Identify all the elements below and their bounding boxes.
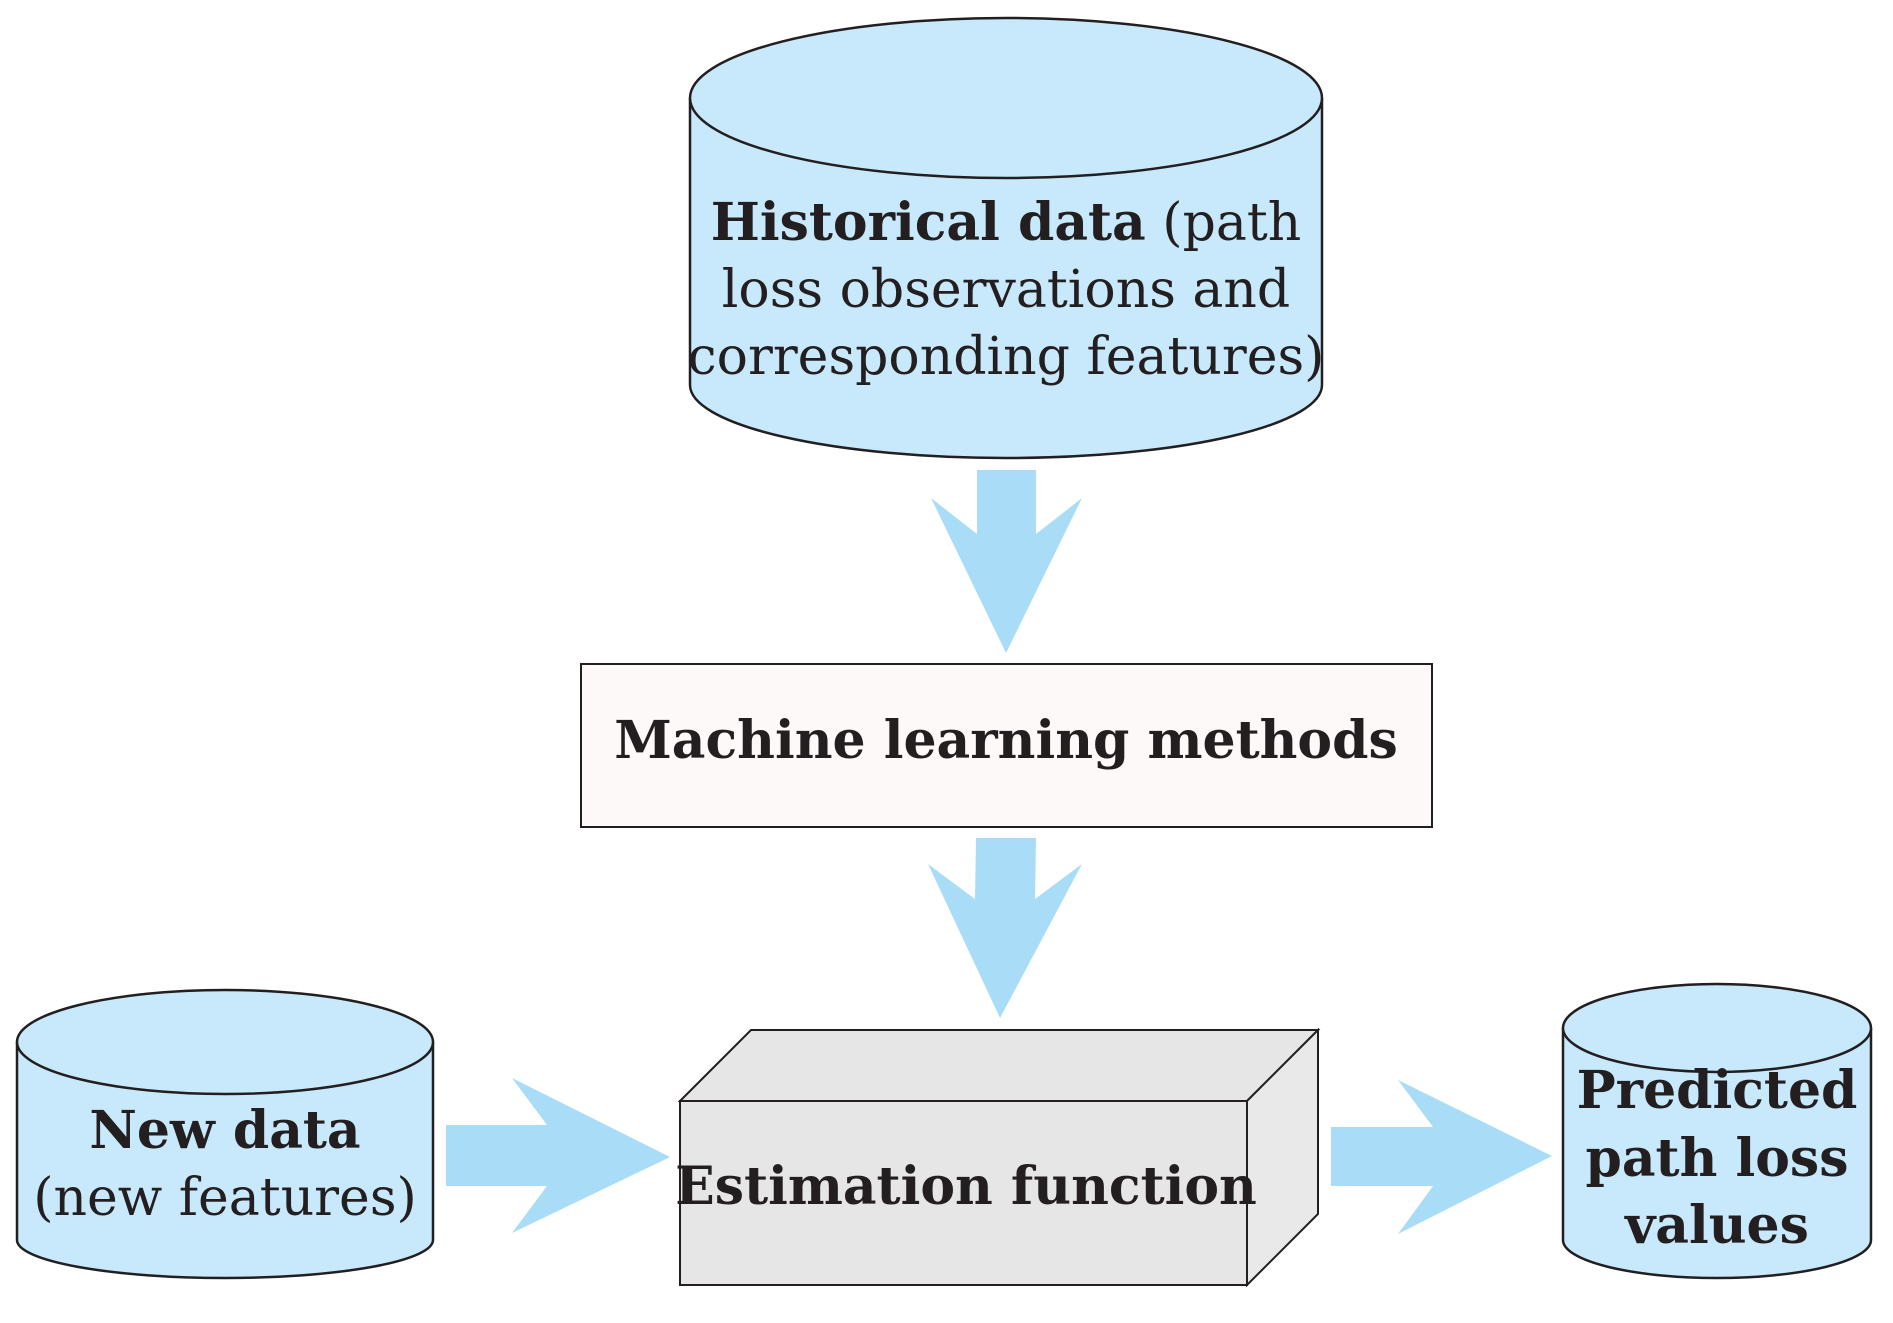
predicted-values-cylinder: Predicted path loss values: [1561, 982, 1873, 1280]
historical-data-cylinder: Historical data (path loss observations …: [688, 16, 1325, 460]
new-data-cylinder-body: [15, 1042, 435, 1280]
new-data-cylinder: New data (new features): [15, 988, 435, 1280]
predicted-line1: Predicted: [1577, 1060, 1858, 1121]
ml-methods-box: Machine learning methods: [580, 663, 1433, 828]
predicted-line3: values: [1624, 1195, 1809, 1256]
arrow-estimation-to-predicted: [1331, 1080, 1552, 1234]
historical-data-line2: loss observations and: [722, 260, 1290, 320]
predicted-cylinder-body: [1561, 1028, 1873, 1280]
ml-methods-label: Machine learning methods: [614, 710, 1397, 771]
historical-data-cylinder-top: [688, 16, 1324, 180]
historical-data-line1: Historical data (path: [711, 192, 1302, 253]
arrow-ml-to-estimation: [928, 838, 1082, 1018]
arrow-historical-to-ml: [931, 470, 1082, 653]
historical-data-title: Historical data: [711, 192, 1146, 253]
estimation-box-front: [679, 1100, 1248, 1286]
historical-data-line3: corresponding features): [688, 327, 1325, 387]
predicted-line2: path loss: [1586, 1128, 1849, 1189]
new-data-cylinder-top: [15, 988, 435, 1096]
estimation-function-label: Estimation function: [675, 1156, 1257, 1217]
predicted-cylinder-top: [1561, 982, 1873, 1074]
new-data-subtitle: (new features): [33, 1168, 417, 1228]
estimation-function-box: Estimation function: [675, 1027, 1321, 1288]
historical-data-line1-rest: (path: [1146, 193, 1302, 253]
ml-methods-rect: [580, 663, 1433, 828]
arrow-newdata-to-estimation: [446, 1078, 670, 1233]
historical-data-cylinder-body: [688, 98, 1324, 460]
new-data-title: New data: [89, 1100, 360, 1161]
estimation-box-top: [677, 1029, 1321, 1102]
